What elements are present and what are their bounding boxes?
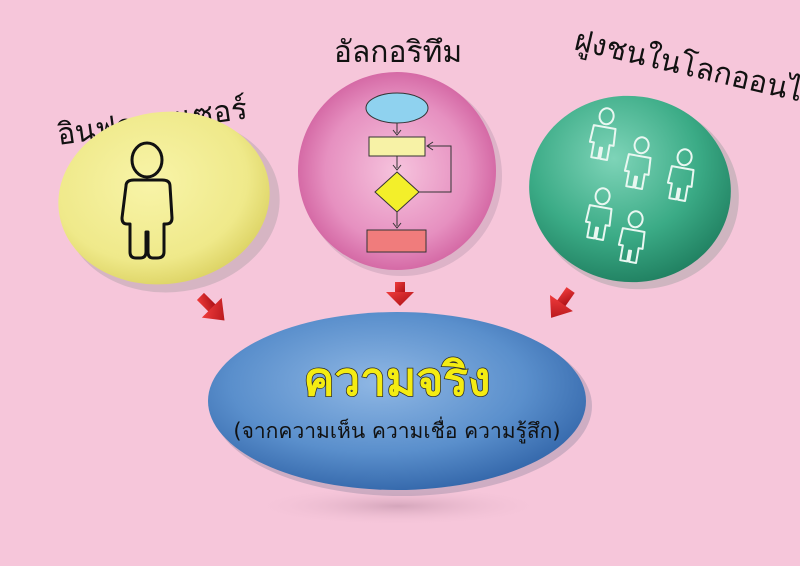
influencer-node bbox=[58, 111, 280, 293]
people-group-icon bbox=[584, 107, 695, 264]
online-crowd-node bbox=[529, 95, 739, 290]
arrow-algorithm-to-truth bbox=[386, 282, 414, 306]
algorithm-label: อัลกอริทึม bbox=[334, 35, 462, 70]
arrow-crowd-to-truth bbox=[549, 287, 575, 318]
truth-title: ความจริง bbox=[304, 352, 491, 406]
truth-node: ความจริง (จากความเห็น ความเชื่อ ความรู้ส… bbox=[208, 312, 592, 526]
flowchart-icon bbox=[365, 92, 452, 253]
truth-subtitle: (จากความเห็น ความเชื่อ ความรู้สึก) bbox=[233, 416, 560, 444]
arrow-influencer-to-truth bbox=[196, 292, 225, 321]
algorithm-node bbox=[298, 72, 502, 276]
person-icon bbox=[120, 141, 174, 260]
